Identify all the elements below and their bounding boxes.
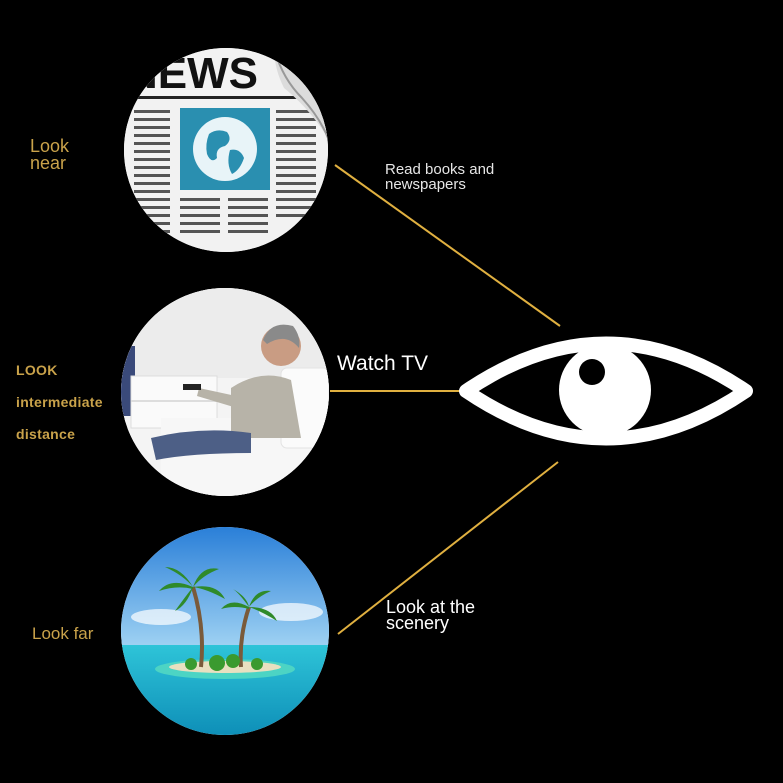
caption-watch-tv: Watch TV bbox=[337, 352, 429, 375]
label-look-intermediate: LOOK intermediate distance bbox=[16, 354, 103, 450]
label-mid-line1: LOOK bbox=[16, 362, 58, 378]
caption-read-line2: newspapers bbox=[385, 176, 466, 193]
label-mid-line3: distance bbox=[16, 426, 76, 442]
label-near-line2: near bbox=[30, 153, 67, 173]
tv-viewer-icon bbox=[121, 288, 329, 496]
connector-far bbox=[337, 461, 559, 635]
watching-tv-image bbox=[121, 288, 329, 496]
eye-icon bbox=[458, 316, 754, 466]
caption-scenery-line2: scenery bbox=[386, 613, 450, 633]
newspaper-image: NEWS bbox=[124, 48, 328, 252]
caption-read-books: Read books and newspapers bbox=[385, 162, 494, 192]
connector-near bbox=[334, 164, 561, 327]
caption-scenery-line1: Look at the bbox=[386, 597, 476, 617]
caption-scenery: Look at the scenery bbox=[386, 597, 476, 633]
label-look-far: Look far bbox=[32, 624, 94, 643]
label-mid-line2: intermediate bbox=[16, 394, 103, 410]
island-scenery-image bbox=[121, 527, 329, 735]
island-icon bbox=[121, 527, 329, 735]
label-look-near: Look near bbox=[30, 136, 70, 173]
newspaper-icon: NEWS bbox=[124, 48, 328, 252]
caption-read-line1: Read books and bbox=[385, 161, 495, 178]
label-near-line1: Look bbox=[30, 136, 70, 156]
